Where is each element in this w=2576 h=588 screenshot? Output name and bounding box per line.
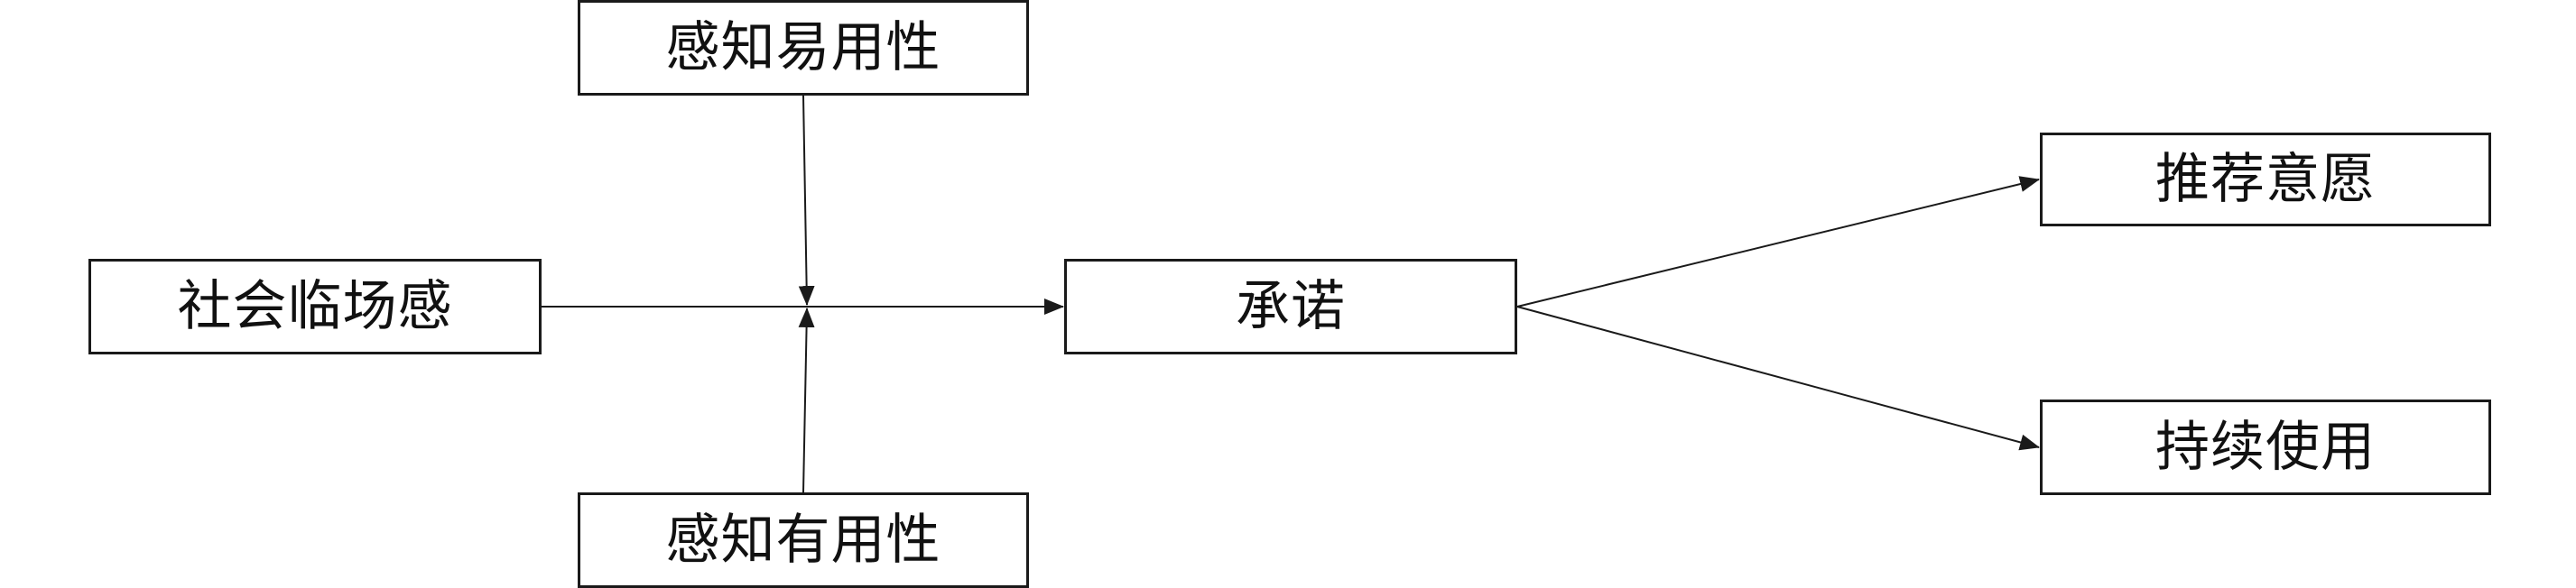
node-perceived-ease-of-use: 感知易用性 (578, 0, 1029, 96)
edge-perceived-useful-to-path (798, 308, 815, 493)
edge-perceived-ease-to-path (798, 95, 815, 306)
node-commitment: 承诺 (1064, 259, 1517, 354)
edge-commitment-to-recommend (1516, 176, 2040, 308)
node-label: 社会临场感 (177, 275, 453, 338)
node-perceived-usefulness: 感知有用性 (578, 492, 1029, 588)
node-label: 推荐意愿 (2155, 148, 2376, 211)
node-label: 承诺 (1236, 275, 1346, 338)
node-label: 感知有用性 (665, 509, 941, 572)
edge-commitment-to-continued-use (1516, 306, 2040, 451)
node-recommendation-intention: 推荐意愿 (2040, 133, 2491, 226)
node-continued-use: 持续使用 (2040, 400, 2491, 495)
node-label: 感知易用性 (665, 16, 941, 79)
node-label: 持续使用 (2155, 416, 2376, 479)
node-social-presence: 社会临场感 (88, 259, 542, 354)
